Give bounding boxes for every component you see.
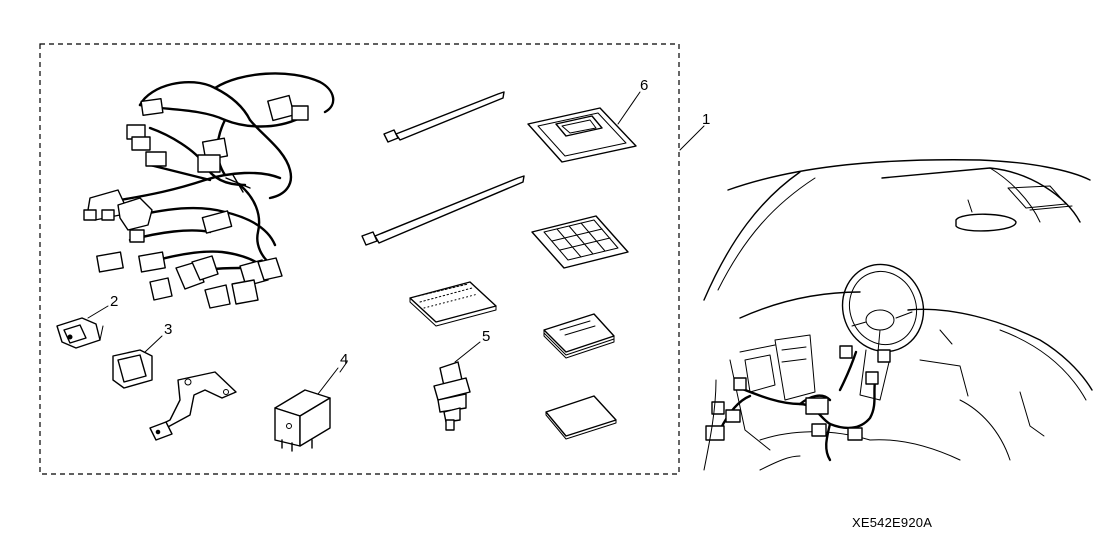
cable-tie-short: [383, 91, 505, 143]
part-2-switch: [56, 305, 109, 349]
cable-tie-long: [361, 175, 525, 246]
callout-2: 2: [110, 293, 118, 310]
figure-code: XE542E920A: [852, 515, 933, 530]
callout-1-leader: [679, 125, 705, 151]
cleaning-pad: [409, 281, 497, 327]
instruction-booklet: [543, 313, 615, 359]
part-3-button-switch: [112, 335, 163, 389]
callout-3: 3: [164, 321, 172, 338]
part-6-label-sheet: [527, 91, 641, 163]
vehicle-interior-view: [703, 159, 1093, 471]
callout-6: 6: [640, 77, 648, 94]
part-5-sensor: [433, 341, 481, 431]
grid-sticker-sheet: [531, 215, 629, 269]
callout-5: 5: [482, 328, 490, 345]
instruction-card: [545, 395, 617, 440]
wire-harness: [83, 72, 335, 309]
mounting-bracket: [149, 371, 237, 441]
part-4-relay: [274, 367, 339, 452]
callout-1: 1: [702, 111, 710, 128]
callout-4: 4: [340, 351, 348, 368]
kit-boundary: [39, 43, 680, 475]
